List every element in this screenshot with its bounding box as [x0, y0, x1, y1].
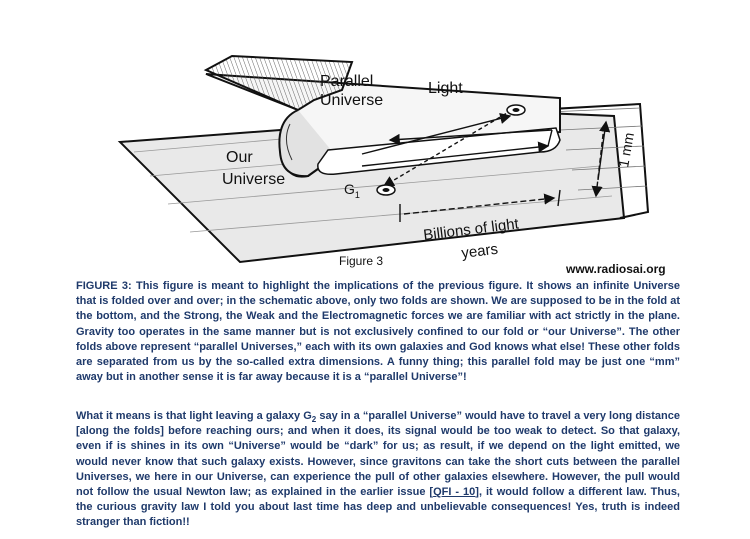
body-text-3: ], it would follow a different law. Thus…: [76, 486, 680, 529]
galaxy-subscript: 2: [311, 415, 317, 425]
label-our-2: Universe: [222, 171, 285, 188]
figure-caption: FIGURE 3: This figure is meant to highli…: [76, 280, 680, 384]
label-one-mm: 1 mm: [615, 131, 637, 168]
label-our-1: Our: [226, 149, 253, 166]
website-watermark: www.radiosai.org: [566, 262, 666, 276]
label-parallel-1: Parallel: [320, 73, 373, 90]
label-billions-2: years: [460, 241, 498, 262]
label-parallel-2: Universe: [320, 92, 383, 109]
qfi-link[interactable]: QFI - 10: [433, 486, 476, 499]
body-text-2: say in a “parallel Universe” would have …: [76, 410, 681, 499]
figure-title: Figure 3: [339, 254, 383, 268]
galaxy-g1-icon: [376, 184, 396, 196]
label-galaxy: G1: [344, 181, 360, 200]
folded-universe-figure: Parallel Universe Light Our Universe G1 …: [117, 54, 650, 268]
body-text-1: What it means is that light leaving a ga…: [76, 410, 312, 422]
galaxy-upper-icon: [506, 104, 526, 116]
label-light: Light: [428, 80, 463, 97]
body-paragraph: What it means is that light leaving a ga…: [76, 409, 680, 531]
